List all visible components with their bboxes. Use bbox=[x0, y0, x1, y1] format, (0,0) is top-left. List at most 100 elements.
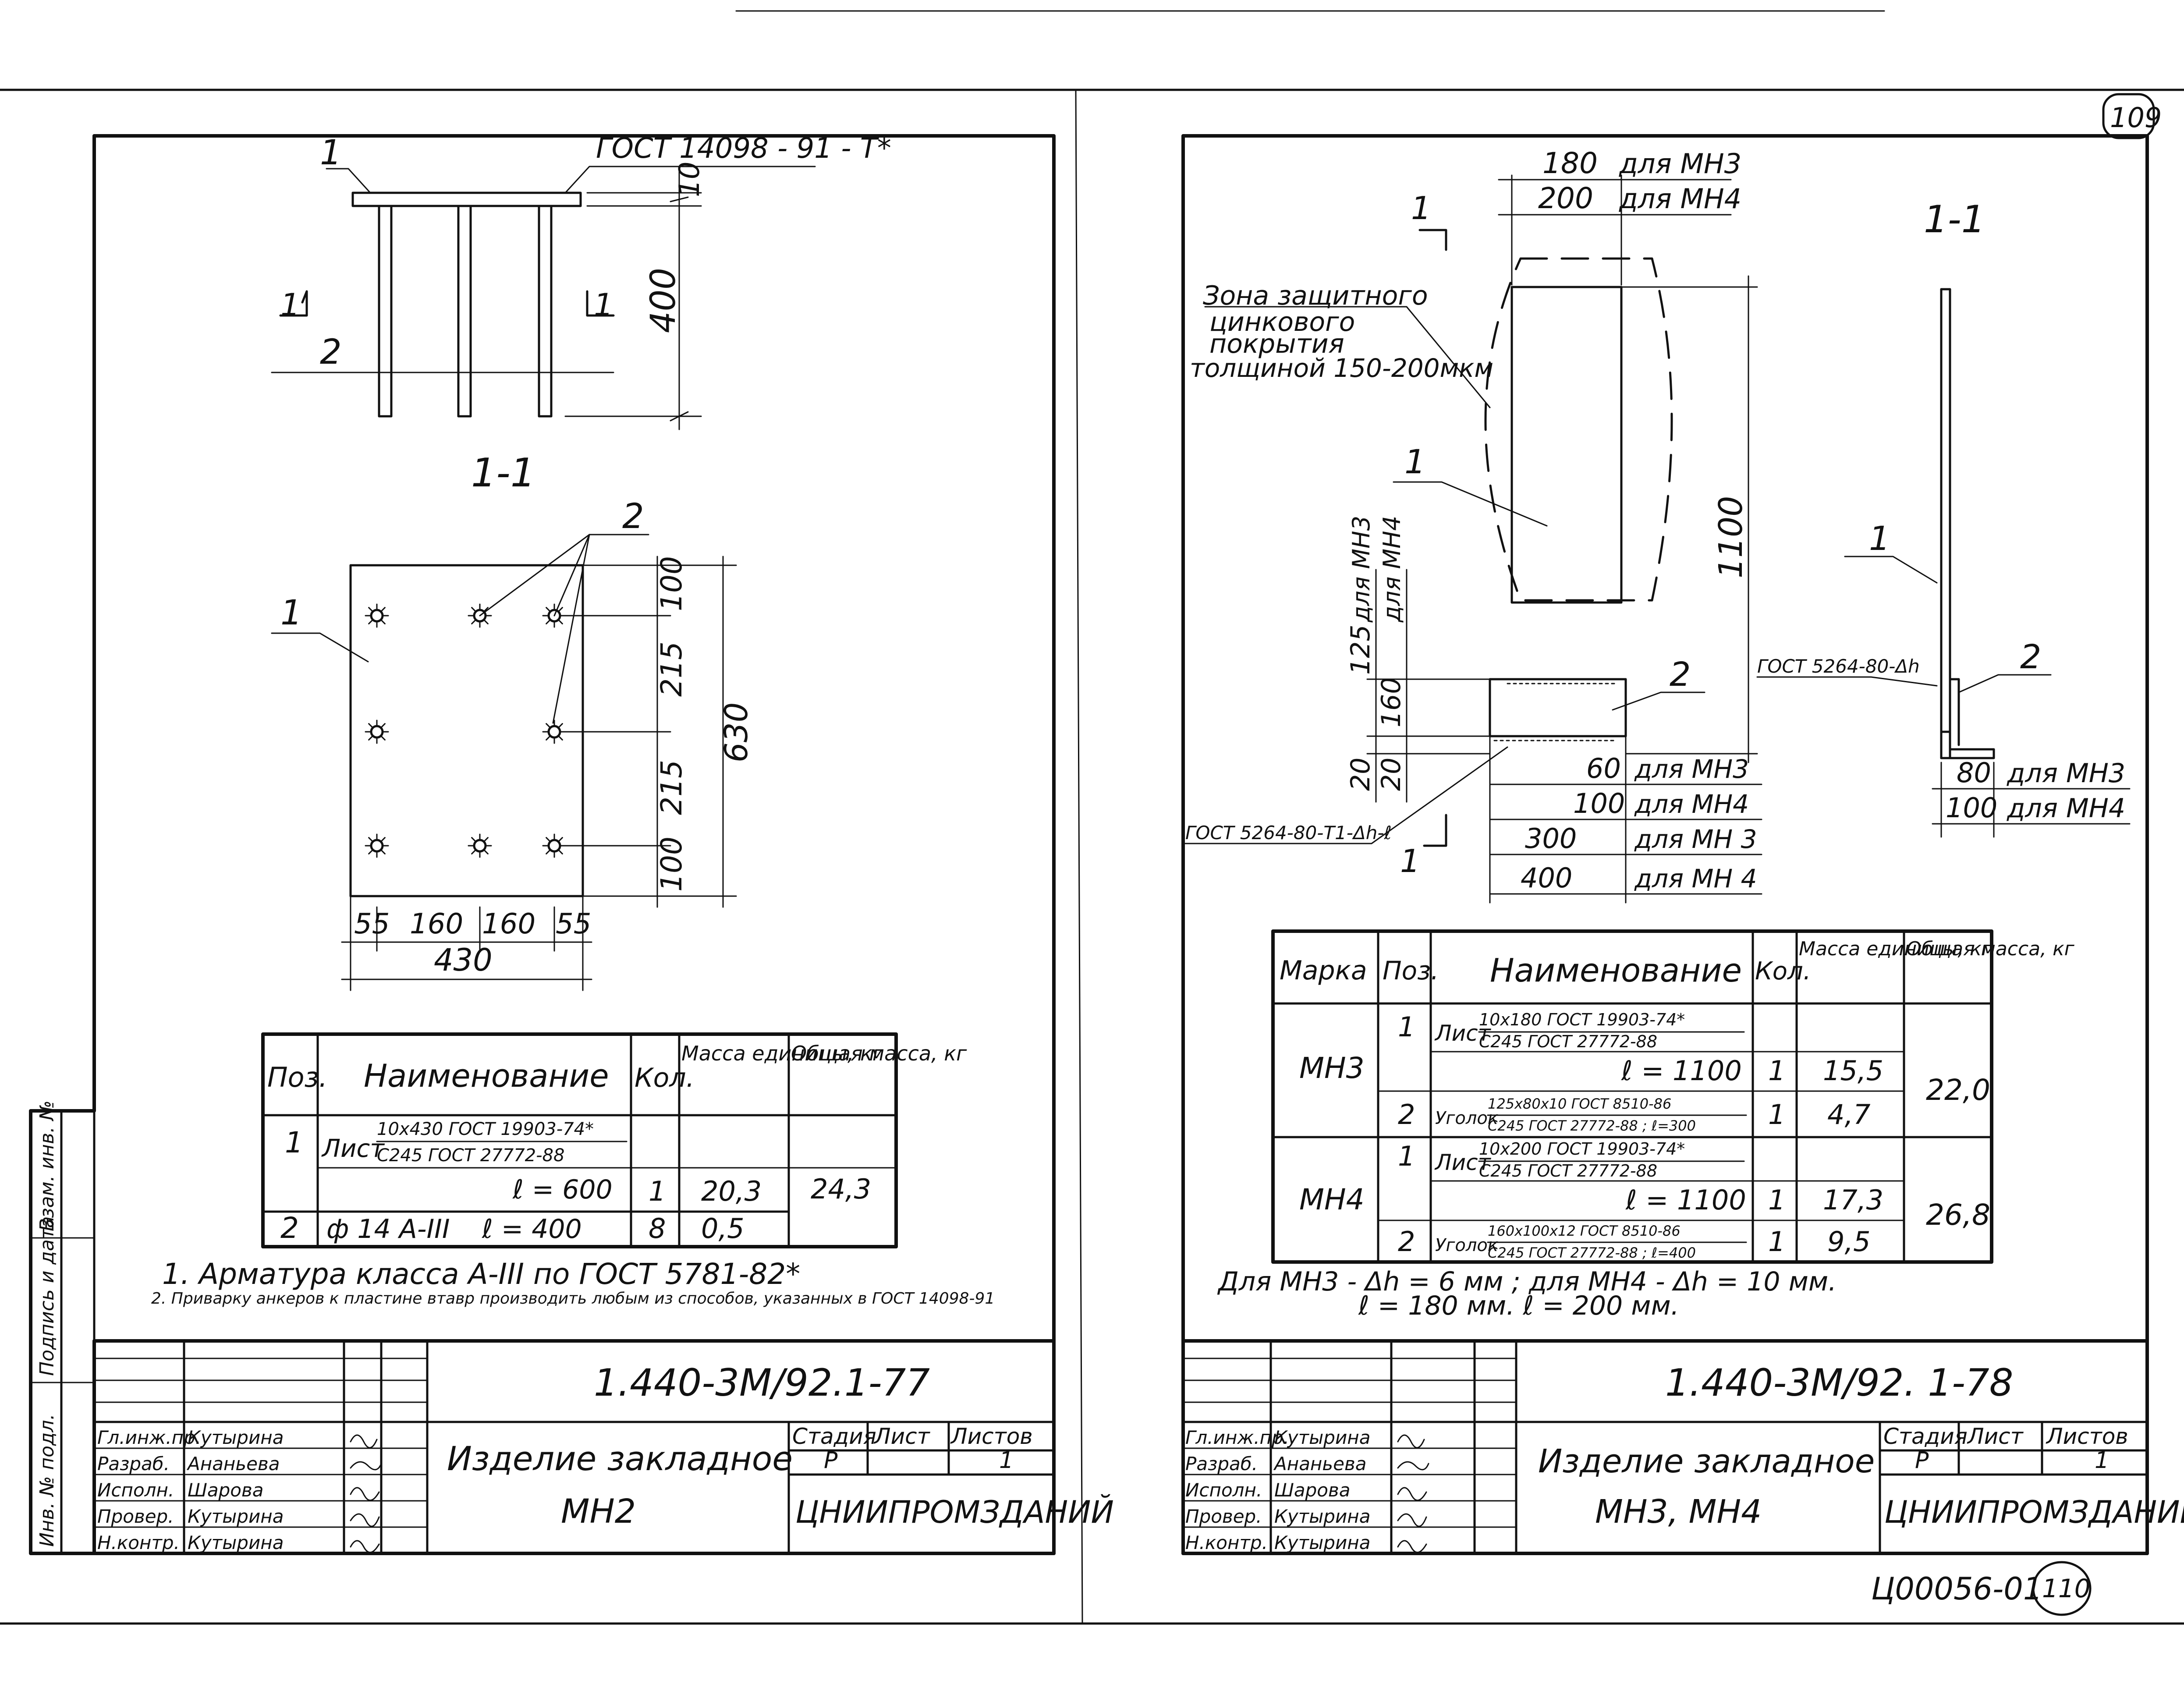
right-callout-2: 2 bbox=[1670, 655, 1691, 694]
left-spec-table: Поз. Наименование Кол. Масса единицы, кг… bbox=[261, 1032, 967, 1248]
tr2-len: ℓ = 600 bbox=[512, 1174, 613, 1205]
right-stamp-mark: МН3, МН4 bbox=[1595, 1493, 1762, 1531]
left-person-1: Кутырина bbox=[188, 1427, 284, 1448]
right-section-mark-bottom: 1 bbox=[1400, 843, 1420, 879]
anchor-stud-icon bbox=[365, 603, 389, 628]
left-role-3: Исполн. bbox=[97, 1479, 174, 1501]
rth-pos: Поз. bbox=[1383, 956, 1439, 986]
left-person-2: Ананьева bbox=[186, 1453, 280, 1475]
callout-plan-1: 1 bbox=[280, 593, 302, 633]
right-note-2: ℓ = 180 мм. ℓ = 200 мм. bbox=[1358, 1290, 1679, 1321]
rtr5-mass: 17,3 bbox=[1823, 1184, 1883, 1216]
rth-name: Наименование bbox=[1490, 952, 1742, 989]
left-stamp-sheets-v: 1 bbox=[999, 1447, 1014, 1474]
left-title-block: 1.440-3М/92.1-77 Изделие закладное МН2 С… bbox=[92, 1339, 1114, 1555]
tr3-qty: 8 bbox=[649, 1212, 666, 1244]
dim-bottom-60: 60 bbox=[1586, 752, 1621, 784]
tr1-pos: 1 bbox=[285, 1126, 303, 1159]
dim-left-20b: 20 bbox=[1376, 758, 1407, 791]
right-stamp-code: 1.440-3М/92. 1-78 bbox=[1665, 1361, 2013, 1405]
side-label-replace: Взам. инв. № bbox=[36, 1100, 58, 1231]
page-no-bottom: 110 bbox=[2042, 1574, 2091, 1603]
dim-elev-thickness: 10 bbox=[674, 162, 706, 197]
rtr-total-mn3: 22,0 bbox=[1926, 1073, 1990, 1107]
left-stamp-sheets-h: Листов bbox=[950, 1424, 1033, 1449]
tr3-pos: 2 bbox=[280, 1211, 299, 1245]
left-stamp-title: Изделие закладное bbox=[447, 1439, 793, 1478]
right-callout-1: 1 bbox=[1404, 442, 1425, 481]
rtr3-qty: 1 bbox=[1768, 1099, 1785, 1131]
zone-label-4: толщиной 150-200мкм bbox=[1190, 353, 1493, 383]
right-section-title: 1-1 bbox=[1924, 198, 1985, 241]
archive-code: Ц00056-01 bbox=[1871, 1571, 2042, 1607]
right-role-3: Исполн. bbox=[1185, 1479, 1262, 1501]
right-person-3: Шарова bbox=[1274, 1479, 1351, 1501]
side-label-sign: Подпись и дата bbox=[36, 1216, 58, 1376]
rtr4-num: 10х200 ГОСТ 19903-74* bbox=[1479, 1139, 1685, 1159]
right-stamp-sheets-h: Листов bbox=[2046, 1424, 2128, 1449]
tr2-qty: 1 bbox=[649, 1175, 666, 1207]
dim-plan-h-2: 160 bbox=[410, 908, 463, 940]
callout-plan-2: 2 bbox=[622, 497, 644, 536]
weld-label-right: ГОСТ 5264-80-Δh bbox=[1757, 656, 1920, 677]
rtr3-pos: 2 bbox=[1398, 1099, 1415, 1131]
rtr6-pos: 2 bbox=[1398, 1226, 1415, 1258]
left-note-2: 2. Приварку анкеров к пластине втавр про… bbox=[151, 1290, 995, 1308]
rth-total: Общая масса, кг bbox=[1906, 938, 2075, 960]
dim-bottom-300-label: для МН 3 bbox=[1634, 824, 1757, 854]
left-person-3: Шарова bbox=[188, 1479, 264, 1501]
left-stamp-stage-v: Р bbox=[824, 1447, 838, 1474]
anchor-stud-icon bbox=[365, 833, 389, 858]
dim-plan-h-1: 55 bbox=[354, 908, 390, 940]
dim-sec-80: 80 bbox=[1957, 757, 1991, 789]
dim-bottom-300: 300 bbox=[1525, 822, 1577, 854]
right-person-2: Ананьева bbox=[1273, 1453, 1366, 1475]
th-mass: Масса единицы, кг bbox=[681, 1042, 883, 1065]
zone-label-1: Зона защитного bbox=[1203, 280, 1428, 311]
dim-top-180: 180 bbox=[1542, 146, 1598, 180]
tr1-num: 10х430 ГОСТ 19903-74* bbox=[377, 1119, 594, 1139]
tr2-total: 24,3 bbox=[811, 1173, 871, 1205]
weld-bead bbox=[1949, 678, 1960, 746]
dim-top-200-label: для МН4 bbox=[1619, 183, 1741, 215]
dim-bottom-60-label: для МН3 bbox=[1634, 754, 1749, 784]
rtr-mark-mn3: МН3 bbox=[1299, 1051, 1365, 1085]
dim-left-125-label: для МН3 bbox=[1347, 516, 1375, 623]
rtr6-num: 160х100х12 ГОСТ 8510-86 bbox=[1488, 1223, 1681, 1239]
rtr-total-mn4: 26,8 bbox=[1926, 1198, 1990, 1232]
dim-plan-v-1: 100 bbox=[655, 556, 688, 611]
left-stamp-org: ЦНИИПРОМЗДАНИЙ bbox=[795, 1494, 1114, 1530]
rtr-mark-mn4: МН4 bbox=[1299, 1183, 1365, 1216]
left-side-strip: Инв. № подл. Подпись и дата Взам. инв. № bbox=[29, 1100, 96, 1555]
gost-top-label: ГОСТ 14098 - 91 - Т* bbox=[596, 132, 891, 165]
dim-left-160-label: для МН4 bbox=[1378, 516, 1406, 623]
rtr3-name: Уголок bbox=[1435, 1108, 1498, 1128]
rtr5-qty: 1 bbox=[1768, 1184, 1785, 1216]
right-note-1: Для МН3 - Δh = 6 мм ; для МН4 - Δh = 10 … bbox=[1217, 1266, 1837, 1297]
section-mark-right: 1 bbox=[594, 287, 613, 323]
left-stamp-sheet-h: Лист bbox=[873, 1424, 931, 1449]
rtr1-pos: 1 bbox=[1398, 1011, 1415, 1043]
dim-bottom-100-label: для МН4 bbox=[1634, 789, 1749, 819]
dim-plan-v-4: 100 bbox=[655, 837, 688, 892]
left-note-1: 1. Арматура класса А-III по ГОСТ 5781-82… bbox=[162, 1257, 800, 1291]
right-stamp-title: Изделие закладное bbox=[1538, 1443, 1875, 1480]
dim-plan-v-2: 215 bbox=[655, 642, 688, 697]
rth-qty: Кол. bbox=[1755, 957, 1811, 986]
rtr5-len: ℓ = 1100 bbox=[1625, 1184, 1746, 1216]
left-elevation-view: 10 400 ГОСТ 14098 - 91 - Т* 1 2 1 1 bbox=[271, 132, 891, 430]
left-role-2: Разраб. bbox=[97, 1453, 170, 1475]
anchor-stud-icon bbox=[468, 603, 492, 628]
dim-sec-100-label: для МН4 bbox=[2007, 793, 2125, 824]
right-role-1: Гл.инж.пр. bbox=[1185, 1427, 1289, 1448]
tr3-name: ф 14 А-III bbox=[326, 1214, 450, 1244]
right-person-1: Кутырина bbox=[1274, 1427, 1370, 1448]
right-section-view: 1-1 1 2 ГОСТ 5264-80-Δh 80 для МН3 100 д… bbox=[1756, 198, 2131, 838]
left-stamp-stage-h: Стадия bbox=[792, 1424, 876, 1449]
left-person-4: Кутырина bbox=[188, 1506, 284, 1527]
rtr6-mass: 9,5 bbox=[1827, 1226, 1871, 1258]
th-qty: Кол. bbox=[635, 1063, 695, 1093]
right-stamp-org: ЦНИИПРОМЗДАНИЙ bbox=[1884, 1494, 2184, 1530]
zone-label-3: покрытия bbox=[1209, 329, 1344, 359]
dim-plan-v-3: 215 bbox=[655, 760, 688, 815]
